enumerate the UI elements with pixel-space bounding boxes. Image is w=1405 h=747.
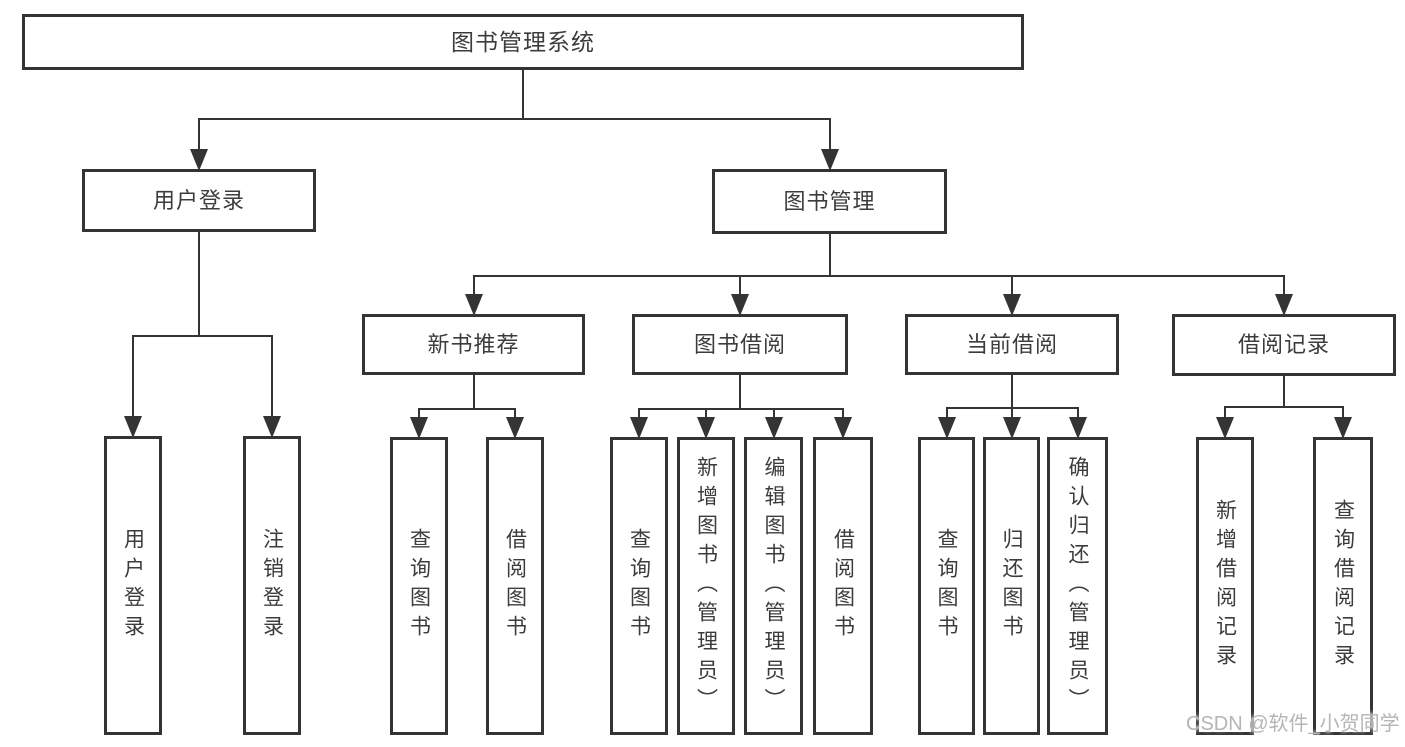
node-label-bb-edit-books: 编辑图书（管理员） (762, 455, 785, 717)
node-label-nbr-query-books: 查询图书 (407, 528, 431, 644)
connector-stem-cb-confirm-return (1077, 407, 1079, 417)
node-br-query-record: 查询借阅记录 (1313, 437, 1373, 735)
node-label-borrow-records: 借阅记录 (1237, 332, 1330, 357)
connector-drop-book-mgmt (829, 234, 831, 277)
arrowhead-nbr-query-books (410, 417, 428, 439)
connector-stem-cb-return-books (1011, 407, 1013, 417)
connector-stem-current-borrow (1011, 275, 1013, 294)
arrowhead-login-op (124, 416, 142, 438)
connector-drop-borrow-records (1283, 376, 1285, 408)
arrowhead-book-mgmt (821, 149, 839, 171)
arrowhead-user-login (190, 149, 208, 171)
arrowhead-bb-edit-books (765, 417, 783, 439)
connector-stem-bb-add-books (705, 408, 707, 417)
connector-bus-book-borrow (638, 408, 844, 410)
connector-stem-nbr-query-books (418, 408, 420, 417)
connector-stem-new-book-rec (473, 275, 475, 294)
connector-stem-br-add-record (1224, 406, 1226, 417)
node-book-mgmt: 图书管理 (712, 169, 947, 234)
arrowhead-cb-return-books (1003, 417, 1021, 439)
node-label-current-borrow: 当前借阅 (965, 331, 1058, 357)
node-label-cb-confirm-return: 确认归还（管理员） (1066, 455, 1089, 717)
arrowhead-bb-query-books (630, 417, 648, 439)
connector-bus-book-mgmt (473, 275, 1285, 277)
connector-stem-borrow-records (1283, 275, 1285, 294)
arrowhead-current-borrow (1003, 294, 1021, 316)
connector-drop-book-borrow (739, 375, 741, 410)
connector-stem-nbr-borrow-books (514, 408, 516, 417)
arrowhead-br-add-record (1216, 417, 1234, 439)
node-label-book-mgmt: 图书管理 (783, 188, 876, 214)
connector-stem-user-login (198, 118, 200, 149)
connector-drop-root (522, 70, 524, 120)
node-borrow-records: 借阅记录 (1172, 314, 1396, 376)
node-label-cb-query-books: 查询图书 (935, 528, 958, 644)
connector-bus-borrow-records (1224, 406, 1344, 408)
node-bb-edit-books: 编辑图书（管理员） (744, 437, 803, 735)
node-label-bb-borrow-books: 借阅图书 (831, 528, 855, 644)
arrowhead-new-book-rec (465, 294, 483, 316)
connector-stem-book-borrow (739, 275, 741, 294)
node-nbr-borrow-books: 借阅图书 (486, 437, 544, 735)
node-label-root: 图书管理系统 (451, 28, 595, 55)
node-bb-borrow-books: 借阅图书 (813, 437, 873, 735)
node-logout-op: 注销登录 (243, 436, 301, 735)
node-br-add-record: 新增借阅记录 (1196, 437, 1254, 735)
connector-stem-cb-query-books (946, 407, 948, 417)
connector-drop-current-borrow (1011, 375, 1013, 409)
arrowhead-bb-add-books (697, 417, 715, 439)
arrowhead-borrow-records (1275, 294, 1293, 316)
connector-stem-bb-query-books (638, 408, 640, 417)
arrowhead-br-query-record (1334, 417, 1352, 439)
node-label-new-book-rec: 新书推荐 (427, 331, 520, 357)
node-user-login: 用户登录 (82, 169, 316, 232)
node-root: 图书管理系统 (22, 14, 1024, 70)
connector-stem-br-query-record (1342, 406, 1344, 417)
node-label-br-query-record: 查询借阅记录 (1331, 499, 1355, 673)
connector-stem-bb-edit-books (773, 408, 775, 417)
node-label-bb-query-books: 查询图书 (627, 528, 651, 644)
node-label-cb-return-books: 归还图书 (1000, 528, 1023, 644)
node-label-br-add-record: 新增借阅记录 (1213, 499, 1237, 673)
node-book-borrow: 图书借阅 (632, 314, 848, 375)
node-cb-return-books: 归还图书 (983, 437, 1040, 735)
connector-stem-logout-op (271, 335, 273, 416)
node-label-book-borrow: 图书借阅 (693, 331, 786, 357)
arrowhead-logout-op (263, 416, 281, 438)
arrowhead-cb-query-books (938, 417, 956, 439)
connector-stem-login-op (132, 335, 134, 416)
arrowhead-nbr-borrow-books (506, 417, 524, 439)
arrowhead-book-borrow (731, 294, 749, 316)
node-label-nbr-borrow-books: 借阅图书 (503, 528, 527, 644)
connector-drop-new-book-rec (473, 375, 475, 410)
node-nbr-query-books: 查询图书 (390, 437, 448, 735)
connector-stem-bb-borrow-books (842, 408, 844, 417)
node-login-op: 用户登录 (104, 436, 162, 735)
arrowhead-bb-borrow-books (834, 417, 852, 439)
node-bb-add-books: 新增图书（管理员） (677, 437, 735, 735)
node-label-bb-add-books: 新增图书（管理员） (694, 455, 718, 717)
connector-bus-root (198, 118, 831, 120)
node-new-book-rec: 新书推荐 (362, 314, 585, 375)
node-bb-query-books: 查询图书 (610, 437, 668, 735)
connector-drop-user-login (198, 232, 200, 337)
node-label-user-login: 用户登录 (152, 187, 245, 213)
connector-bus-user-login (132, 335, 273, 337)
node-current-borrow: 当前借阅 (905, 314, 1119, 375)
connector-bus-new-book-rec (418, 408, 516, 410)
node-label-logout-op: 注销登录 (260, 527, 284, 644)
connector-stem-book-mgmt (829, 118, 831, 149)
csdn-watermark: CSDN @软件_小贺同学 (1186, 713, 1400, 735)
node-label-login-op: 用户登录 (121, 527, 145, 644)
node-cb-query-books: 查询图书 (918, 437, 975, 735)
node-cb-confirm-return: 确认归还（管理员） (1047, 437, 1108, 735)
arrowhead-cb-confirm-return (1069, 417, 1087, 439)
